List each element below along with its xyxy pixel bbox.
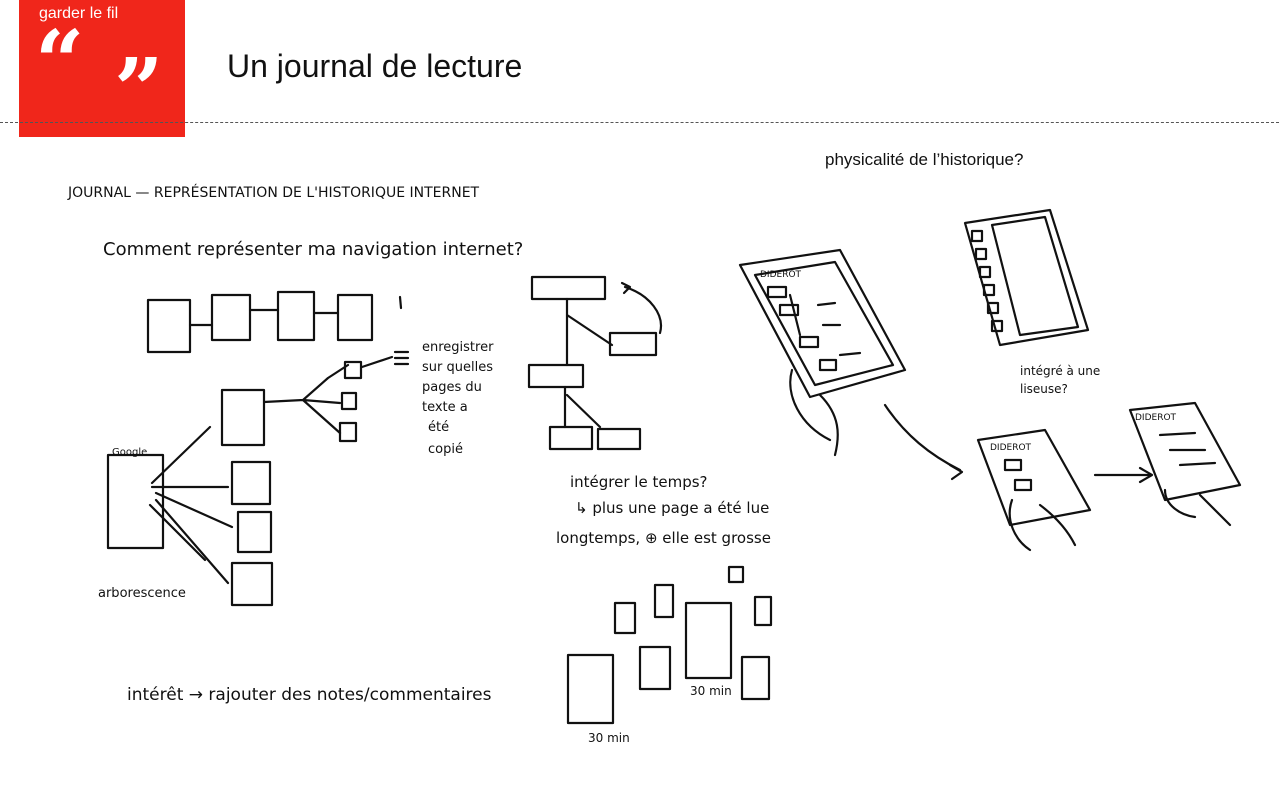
sketch-drawing: JOURNAL — REPRÉSENTATION DE L'HISTORIQUE… [67,184,1242,745]
svg-text:liseuse?: liseuse? [1020,382,1068,396]
sketch-device-1: DIDEROT [738,248,907,457]
svg-text:enregistrer: enregistrer [422,340,494,355]
sketch-device-2: DIDEROT [976,428,1092,552]
close-quote-icon: ” [114,40,164,141]
sketch-time-question: intégrer le temps? [570,473,708,491]
svg-text:DIDEROT: DIDEROT [1135,413,1177,423]
sketch-time-detail-2: longtemps, ⊕ elle est grosse [556,529,771,547]
svg-text:sur quelles: sur quelles [422,360,493,375]
svg-text:texte a: texte a [422,400,468,415]
svg-text:été: été [428,420,449,435]
caption-physicality: physicalité de l’historique? [825,150,1024,169]
sketch-time-30-a: 30 min [690,684,732,698]
sketch-ereader: intégré à une liseuse? [963,208,1100,396]
brand-logo: garder le fil “ ” [19,0,185,137]
sketch-google-page [106,453,165,550]
sketch-time-detail-1: ↳ plus une page a été lue [575,499,769,517]
brand-name: garder le fil [39,5,119,22]
sketch-time-30-b: 30 min [588,731,630,745]
svg-text:pages du: pages du [422,380,482,395]
page-title: Un journal de lecture [227,48,523,84]
svg-text:intégré à une: intégré à une [1020,364,1100,378]
header-divider [0,122,1279,123]
sketch-tree-label: arborescence [98,586,186,601]
sketch-question: Comment représenter ma navigation intern… [103,239,523,260]
sketch-heading: JOURNAL — REPRÉSENTATION DE L'HISTORIQUE… [67,184,480,201]
sketch-register-note: enregistrer sur quelles pages du texte a… [422,340,494,457]
svg-text:copié: copié [428,442,463,457]
sketch-interest-note: intérêt → rajouter des notes/commentaire… [127,685,492,705]
open-quote-icon: “ [35,12,85,113]
sketch-device-3: DIDEROT [1128,401,1242,527]
svg-text:DIDEROT: DIDEROT [760,270,802,280]
svg-text:DIDEROT: DIDEROT [990,443,1032,453]
sketch-google-label: Google [112,447,147,458]
